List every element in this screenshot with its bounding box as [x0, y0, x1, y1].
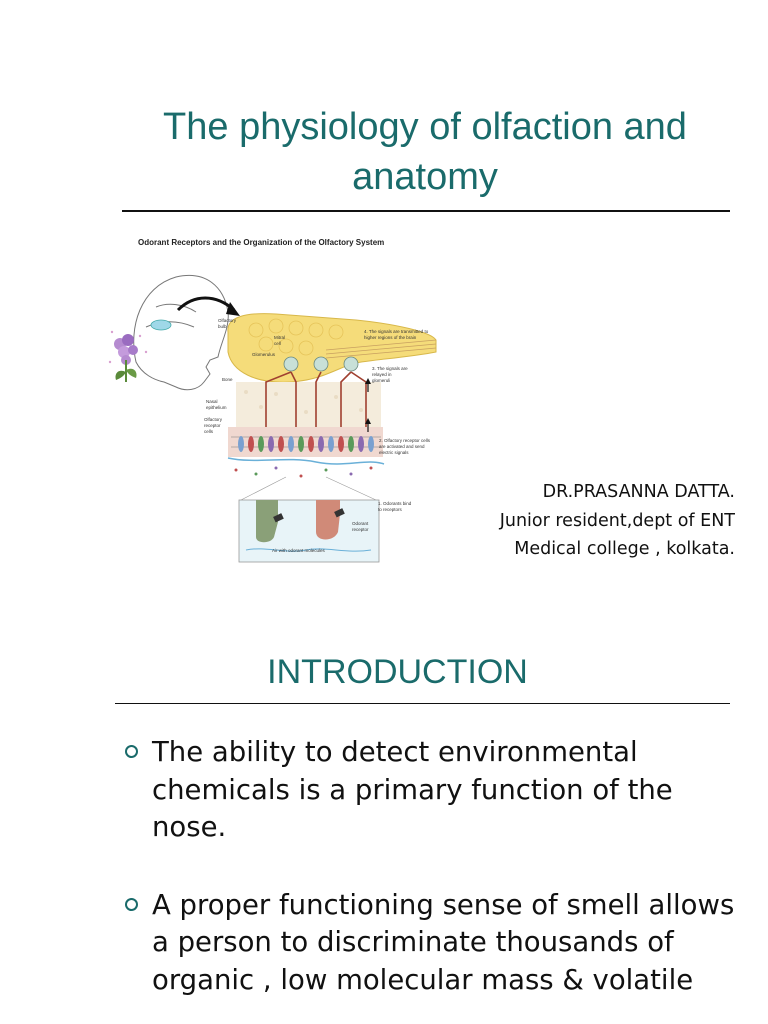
- label-step-3: 3. The signals are relayed in glomeruli: [372, 366, 408, 383]
- slide-title: The physiology of olfaction and anatomy: [163, 106, 687, 198]
- receptor-cells: [238, 436, 374, 452]
- bullet-circle-icon: [125, 897, 138, 911]
- bullet-list: The ability to detect environmental chem…: [125, 734, 745, 999]
- bone-band: [236, 382, 381, 427]
- author-institution: Medical college , kolkata.: [514, 539, 735, 559]
- author-name: DR.PRASANNA DATTA.: [542, 482, 735, 502]
- label-nasal-epithelium: Nasal epithelium: [206, 399, 227, 410]
- introduction-heading: INTRODUCTION: [267, 653, 528, 691]
- olfactory-system-figure: Odorant Receptors and the Organization o…: [106, 232, 442, 568]
- label-olfactory-receptor-cells: Olfactory receptor cells: [204, 417, 223, 434]
- introduction-divider: [115, 703, 730, 704]
- label-step-4: 4. The signals are transmitted to higher…: [364, 329, 429, 340]
- bullet-circle-icon: [125, 745, 138, 758]
- bullet-item: A proper functioning sense of smell allo…: [125, 887, 745, 1000]
- figure-caption: Odorant Receptors and the Organization o…: [138, 238, 385, 247]
- label-air-with-odorant: Air with odorant molecules: [272, 548, 325, 553]
- lilac-flowers: [108, 330, 148, 382]
- label-bone: Bone: [222, 377, 233, 382]
- olfactory-illustration: [108, 275, 437, 563]
- author-position: Junior resident,dept of ENT: [499, 510, 735, 531]
- olfactory-bulb-shape: [227, 313, 437, 383]
- label-olfactory-bulb: Olfactory bulb: [218, 318, 237, 329]
- label-mitral-cell: Mitral cell: [274, 335, 285, 346]
- bullet-text: The ability to detect environmental chem…: [152, 736, 673, 843]
- label-step-1: 1. Odorants bind to receptors: [378, 501, 412, 512]
- label-step-2: 2. Olfactory receptor cells are activate…: [379, 438, 431, 455]
- author-block: DR.PRASANNA DATTA. Junior resident,dept …: [500, 478, 735, 564]
- bullet-text: A proper functioning sense of smell allo…: [152, 888, 735, 996]
- label-glomerulus: Glomerulus: [252, 352, 276, 357]
- label-odorant-receptor: Odorant receptor: [352, 521, 369, 532]
- bullet-item: The ability to detect environmental chem…: [125, 734, 745, 847]
- title-divider: [122, 210, 730, 212]
- head-outline: [133, 275, 229, 391]
